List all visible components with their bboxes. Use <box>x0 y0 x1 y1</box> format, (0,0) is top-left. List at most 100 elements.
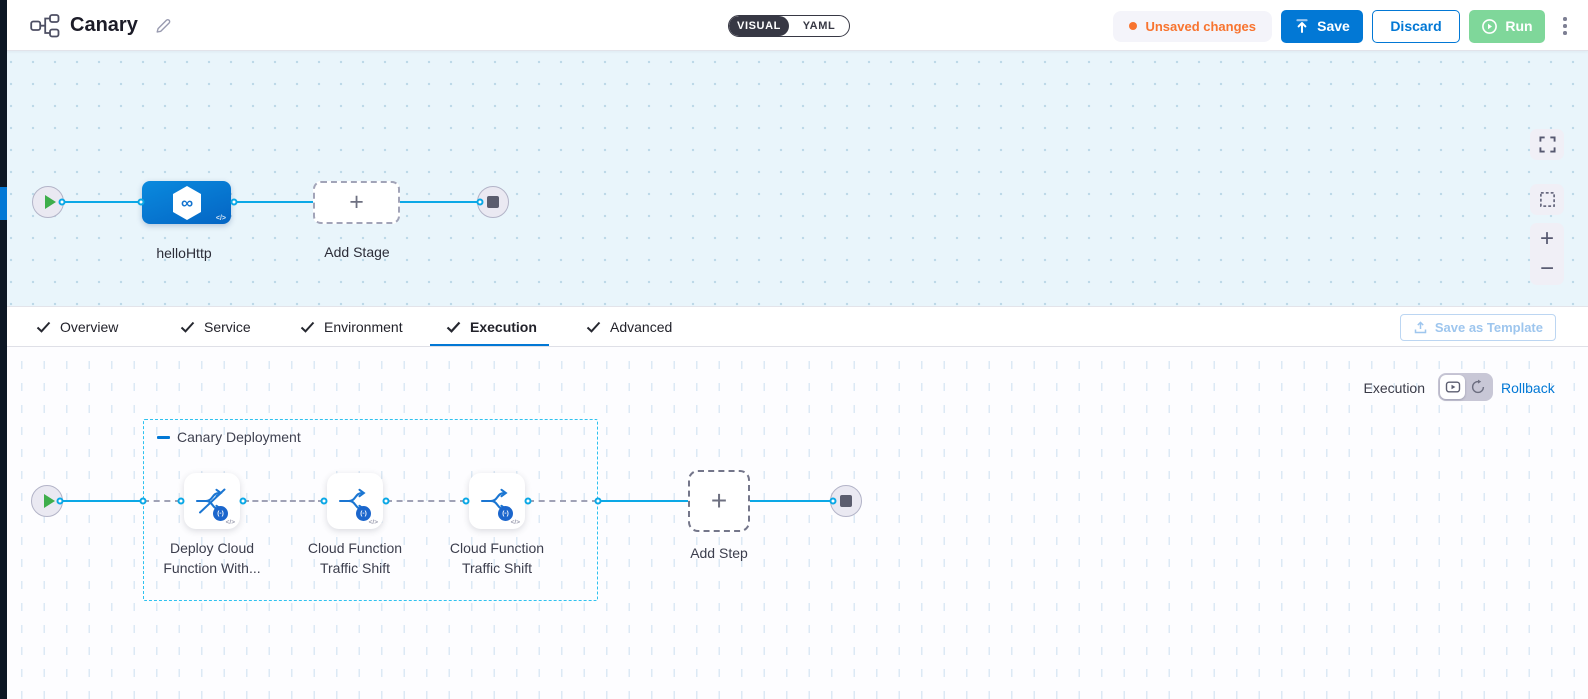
save-button[interactable]: Save <box>1281 9 1363 43</box>
pipeline-connector-line <box>48 201 484 203</box>
left-nav-rail[interactable] <box>0 0 7 699</box>
pipeline-canvas[interactable]: ∞ </> + helloHttp Add Stage + <box>0 51 1588 306</box>
connector-dot[interactable] <box>139 497 147 505</box>
connector-dot[interactable] <box>230 198 238 206</box>
add-stage-label: Add Stage <box>324 244 390 260</box>
tab-label: Environment <box>324 319 403 335</box>
check-icon <box>180 321 195 333</box>
save-as-template-label: Save as Template <box>1434 320 1543 335</box>
zoom-in-icon[interactable]: + <box>1539 225 1554 252</box>
exec-connector-line <box>598 500 688 502</box>
tab-label: Execution <box>470 319 537 335</box>
connector-dot[interactable] <box>320 497 328 505</box>
connector-dot[interactable] <box>56 497 64 505</box>
tab-label: Service <box>204 319 251 335</box>
step-group-canary-deployment[interactable] <box>143 419 598 601</box>
kebab-menu-icon[interactable] <box>1556 10 1574 43</box>
step-group-header[interactable]: Canary Deployment <box>157 429 301 445</box>
hexagon-stage-icon: ∞ <box>172 185 201 220</box>
stage-node-hellohttp[interactable]: ∞ </> <box>142 181 231 224</box>
tab-advanced[interactable]: Advanced <box>578 307 680 347</box>
exec-connector-line <box>750 500 830 502</box>
code-icon: </> <box>510 519 520 526</box>
fullscreen-button[interactable] <box>1530 129 1564 160</box>
play-icon <box>43 494 55 508</box>
tab-overview[interactable]: Overview <box>28 307 126 347</box>
tab-visual[interactable]: VISUAL <box>729 16 789 36</box>
connector-dot[interactable] <box>829 497 837 505</box>
stop-icon <box>840 495 852 507</box>
plus-icon: + <box>710 485 728 516</box>
step-label-line2: Function With... <box>163 560 261 576</box>
play-icon <box>44 195 56 209</box>
execution-view-icon[interactable] <box>1440 375 1465 399</box>
visual-yaml-toggle[interactable]: VISUAL YAML <box>728 15 850 37</box>
tab-environment[interactable]: Environment <box>292 307 411 347</box>
add-step-label: Add Step <box>690 545 748 561</box>
check-icon <box>36 321 51 333</box>
step-label-line2: Traffic Shift <box>461 560 533 576</box>
step-label: Deploy Cloud Function With... <box>137 538 287 578</box>
code-icon: </> <box>368 519 378 526</box>
discard-button[interactable]: Discard <box>1372 9 1460 43</box>
active-tab-underline <box>430 343 549 346</box>
cloud-function-badge-icon: (-) <box>213 506 228 521</box>
step-node-traffic-shift-1[interactable]: (-) </> <box>327 473 383 529</box>
connector-dot[interactable] <box>137 198 145 206</box>
code-icon: </> <box>215 215 226 222</box>
rollback-view-icon[interactable] <box>1465 375 1490 399</box>
step-label-line1: Cloud Function <box>449 540 545 556</box>
pipeline-icon <box>30 13 60 37</box>
discard-label: Discard <box>1390 18 1442 34</box>
step-node-deploy-cloud-function[interactable]: (-) </> <box>184 473 240 529</box>
stop-icon <box>487 196 499 208</box>
execution-rollback-toggle[interactable] <box>1438 373 1493 401</box>
connector-dot[interactable] <box>476 198 484 206</box>
check-icon <box>586 321 601 333</box>
check-icon <box>300 321 315 333</box>
execution-mode-label: Execution <box>1363 380 1425 396</box>
check-icon <box>446 321 461 333</box>
collapse-dash-icon[interactable] <box>157 435 170 439</box>
run-button[interactable]: Run <box>1469 9 1545 43</box>
step-group-label: Canary Deployment <box>177 429 301 445</box>
connector-dot[interactable] <box>382 497 390 505</box>
infinity-glyph: ∞ <box>180 193 192 212</box>
tab-service[interactable]: Service <box>172 307 259 347</box>
execution-canvas[interactable]: Execution Rollback <box>0 347 1588 699</box>
cloud-function-badge-icon: (-) <box>356 506 371 521</box>
tab-execution[interactable]: Execution <box>438 307 545 347</box>
zoom-controls: + − <box>1530 223 1564 285</box>
connector-dot[interactable] <box>239 497 247 505</box>
marquee-select-button[interactable] <box>1530 184 1564 215</box>
connector-dot[interactable] <box>594 497 602 505</box>
exec-dashed-connector <box>386 500 466 502</box>
unsaved-changes-label: Unsaved changes <box>1145 18 1256 34</box>
rollback-link[interactable]: Rollback <box>1501 380 1555 396</box>
edit-pencil-icon[interactable] <box>154 17 172 35</box>
step-label-line1: Deploy Cloud <box>169 540 255 556</box>
connector-dot[interactable] <box>58 198 66 206</box>
header-left: Canary <box>30 0 172 51</box>
header-actions: Unsaved changes Save Discard Run <box>1113 9 1574 43</box>
play-circle-icon <box>1482 18 1498 34</box>
save-as-template-button[interactable]: Save as Template <box>1399 314 1556 341</box>
tab-label: Overview <box>60 319 119 335</box>
tab-yaml[interactable]: YAML <box>802 20 836 32</box>
connector-dot[interactable] <box>177 497 185 505</box>
exec-dashed-connector <box>528 500 598 502</box>
add-step-button[interactable]: + <box>688 470 750 532</box>
exec-dashed-connector <box>243 500 324 502</box>
code-icon: </> <box>225 519 235 526</box>
pipeline-end-node[interactable] <box>477 186 509 218</box>
connector-dot[interactable] <box>462 497 470 505</box>
stage-label: helloHttp <box>156 245 212 261</box>
step-label: Cloud Function Traffic Shift <box>280 538 430 578</box>
step-node-traffic-shift-2[interactable]: (-) </> <box>469 473 525 529</box>
add-stage-button[interactable]: + <box>313 181 400 224</box>
step-label-line2: Traffic Shift <box>319 560 391 576</box>
connector-dot[interactable] <box>524 497 532 505</box>
run-label: Run <box>1505 18 1533 34</box>
zoom-out-icon[interactable]: − <box>1539 255 1554 282</box>
unsaved-dot-icon <box>1129 22 1138 30</box>
